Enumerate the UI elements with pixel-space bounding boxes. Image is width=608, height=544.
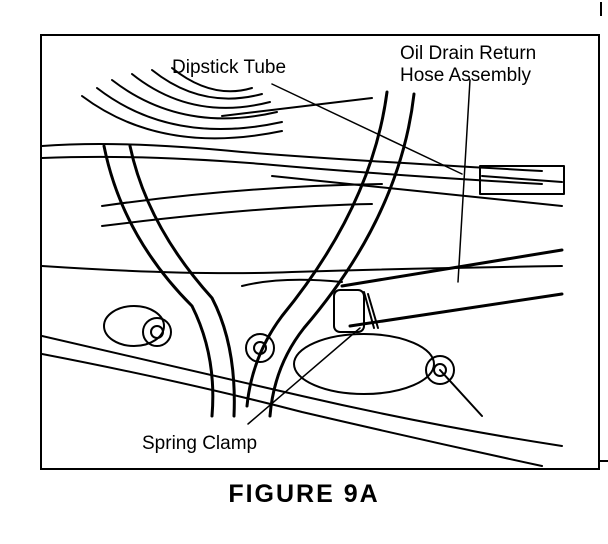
bolt-center-center bbox=[253, 341, 267, 355]
page-corner-mark bbox=[592, 2, 602, 16]
dipstick-tube bbox=[245, 90, 416, 418]
oil-drain-leader bbox=[457, 79, 471, 283]
frame-edge-tick bbox=[600, 460, 608, 462]
spring-clamp-leader bbox=[247, 327, 361, 425]
leader-lines bbox=[247, 79, 471, 425]
bolt-left bbox=[142, 317, 172, 347]
oil-pan bbox=[42, 265, 563, 467]
bolt-center bbox=[245, 333, 275, 363]
oil-drain-hose bbox=[333, 248, 564, 333]
spring-clamp-label: Spring Clamp bbox=[142, 433, 258, 454]
hose-end-fitting bbox=[479, 165, 565, 195]
oil-drain-label-line2: Hose Assembly bbox=[400, 65, 531, 86]
mounting-bolts bbox=[142, 317, 483, 417]
oil-drain-label-line1: Oil Drain Return bbox=[400, 43, 537, 64]
dipstick-leader bbox=[271, 83, 463, 175]
spring-clamp-body bbox=[333, 289, 365, 333]
bolt-right-center bbox=[433, 363, 447, 377]
engine-illustration bbox=[42, 67, 565, 467]
bolt-right bbox=[425, 355, 455, 385]
figure-frame: Dipstick Tube Oil Drain Return Hose Asse… bbox=[40, 34, 600, 470]
dipstick-tube-label: Dipstick Tube bbox=[172, 57, 287, 78]
engine-housing-curves bbox=[42, 67, 543, 185]
figure-caption: FIGURE 9A bbox=[228, 480, 380, 508]
upper-rail bbox=[101, 97, 565, 227]
bolt-left-center bbox=[150, 325, 164, 339]
